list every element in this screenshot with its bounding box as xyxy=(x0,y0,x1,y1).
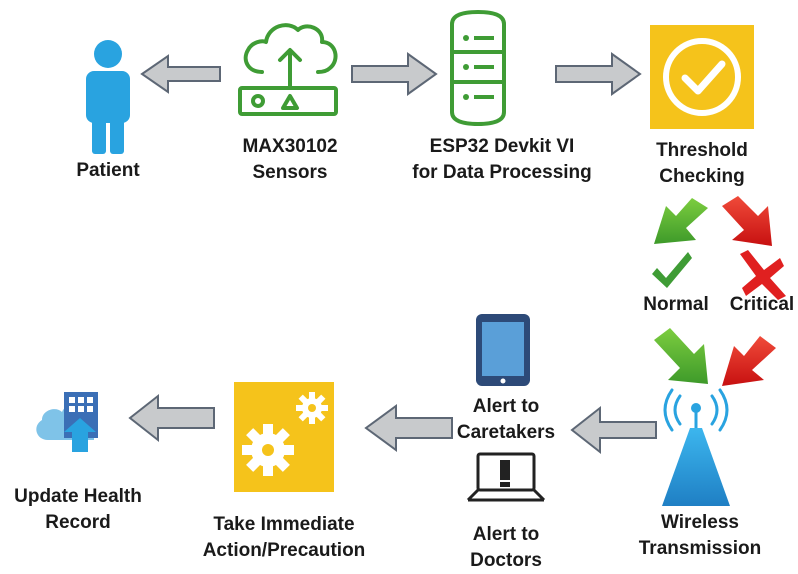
arrow-to-alerts xyxy=(570,405,657,455)
threshold-label: Threshold Checking xyxy=(642,138,762,190)
patient-label: Patient xyxy=(60,158,156,184)
threshold-label-line1: Threshold xyxy=(656,140,748,161)
critical-label: Critical xyxy=(726,292,798,318)
esp32-label-line1: ESP32 Devkit VI xyxy=(429,136,575,157)
arrow-normal-to-wireless xyxy=(654,328,708,384)
sensors-label-line2: Sensors xyxy=(252,162,328,183)
arrow-to-update-record xyxy=(128,393,215,443)
arrow-to-esp32 xyxy=(351,52,438,96)
red-x-icon xyxy=(740,250,786,300)
tablet-icon xyxy=(476,314,530,386)
sensors-label-line1: MAX30102 xyxy=(242,136,338,157)
alert-doctors-line1: Alert to xyxy=(472,524,540,545)
alert-doctors-label: Alert to Doctors xyxy=(456,522,556,574)
normal-label-text: Normal xyxy=(643,294,709,315)
arrow-normal-branch xyxy=(654,198,708,244)
critical-label-text: Critical xyxy=(729,294,795,315)
gears-tile-icon xyxy=(234,382,334,492)
arrow-critical-to-wireless xyxy=(722,336,776,386)
alert-caretakers-label: Alert to Caretakers xyxy=(452,394,560,446)
checkmark-tile-icon xyxy=(650,25,754,129)
patient-label-text: Patient xyxy=(76,160,140,181)
arrow-to-action xyxy=(364,404,453,452)
arrow-critical-branch xyxy=(722,196,772,246)
esp32-label: ESP32 Devkit VI for Data Processing xyxy=(402,134,602,186)
action-label: Take Immediate Action/Precaution xyxy=(186,512,382,564)
cloud-building-icon xyxy=(36,392,98,452)
wireless-label: Wireless Transmission xyxy=(630,510,770,562)
green-check-icon xyxy=(652,252,692,288)
action-label-line1: Take Immediate xyxy=(213,514,355,535)
person-icon xyxy=(86,40,130,154)
update-record-line2: Record xyxy=(45,512,111,533)
cloud-upload-icon xyxy=(238,23,338,116)
threshold-label-line2: Checking xyxy=(659,166,745,187)
alert-caretakers-line2: Caretakers xyxy=(456,422,556,443)
esp32-label-line2: for Data Processing xyxy=(412,162,592,183)
alert-doctors-line2: Doctors xyxy=(470,550,542,571)
antenna-tower-icon xyxy=(662,388,730,506)
sensors-label: MAX30102 Sensors xyxy=(220,134,360,186)
update-record-label: Update Health Record xyxy=(0,484,156,536)
wireless-label-line1: Wireless xyxy=(661,512,739,533)
laptop-alert-icon xyxy=(466,452,546,502)
action-label-line2: Action/Precaution xyxy=(202,540,366,561)
normal-label: Normal xyxy=(634,292,718,318)
database-icon xyxy=(450,10,506,126)
update-record-line1: Update Health xyxy=(14,486,142,507)
arrow-to-threshold xyxy=(555,52,642,96)
arrow-to-patient xyxy=(140,54,221,94)
alert-caretakers-line1: Alert to xyxy=(472,396,540,417)
wireless-label-line2: Transmission xyxy=(638,538,762,559)
